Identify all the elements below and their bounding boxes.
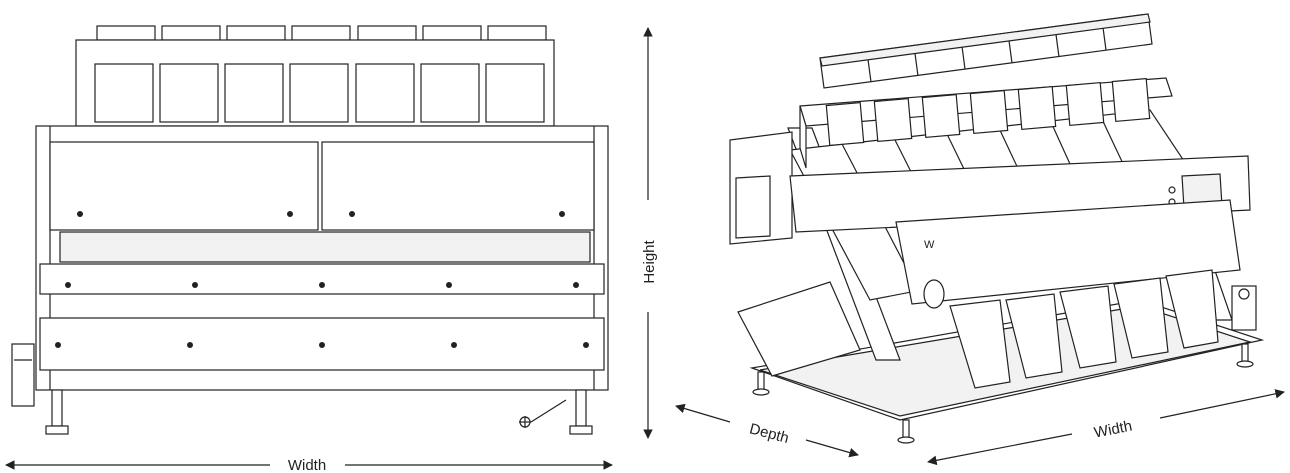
iso-legs xyxy=(752,343,1254,444)
iso-output-chutes xyxy=(949,269,1219,389)
iso-vibrator-heads xyxy=(825,77,1151,147)
depth-dimension xyxy=(675,403,859,458)
front-middle-band xyxy=(59,231,591,263)
iso-width-label: Width xyxy=(1093,418,1134,442)
iso-view xyxy=(729,13,1265,444)
front-width-label: Width xyxy=(288,457,326,473)
front-legs xyxy=(45,389,593,435)
iso-ejector-housing xyxy=(737,281,861,377)
iso-panel-letter: W xyxy=(924,239,935,251)
iso-camera-box xyxy=(895,199,1241,305)
front-screws xyxy=(55,211,589,348)
height-label: Height xyxy=(641,239,658,283)
front-upper-panel-right xyxy=(321,141,595,231)
iso-width-dimension xyxy=(927,389,1285,466)
front-side-unit xyxy=(11,343,35,407)
front-upper-panel-left xyxy=(49,141,319,231)
front-view xyxy=(11,25,609,435)
front-lower-band xyxy=(39,263,605,295)
front-feed-hoppers xyxy=(94,63,545,123)
front-valve-symbol xyxy=(519,399,567,428)
depth-label: Depth xyxy=(748,420,791,447)
front-hopper-lids xyxy=(96,25,547,41)
